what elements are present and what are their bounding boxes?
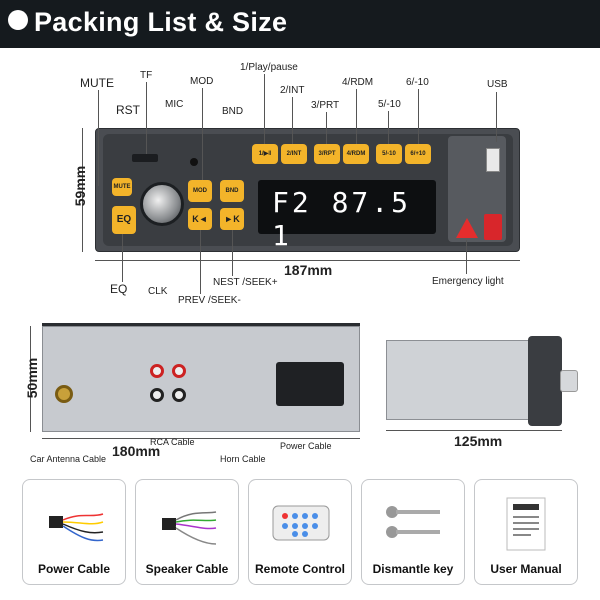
power-connector: [276, 362, 344, 406]
label-emergency: Emergency light: [432, 276, 504, 287]
label-horn: Horn Cable: [220, 454, 266, 464]
label-power: Power Cable: [280, 441, 332, 451]
leader-line: [326, 112, 327, 144]
bullet-icon: [8, 10, 28, 30]
usb-port[interactable]: [486, 148, 500, 172]
warning-triangle-icon: [456, 218, 478, 238]
label-play: 1/Play/pause: [240, 62, 298, 73]
label-mute: MUTE: [80, 76, 114, 90]
package-item-label: User Manual: [490, 562, 562, 576]
label-eq: EQ: [110, 282, 128, 296]
leader-line: [292, 97, 293, 144]
rca-jack: [150, 388, 164, 402]
mute-button[interactable]: MUTE: [112, 178, 132, 196]
remote-control-icon: [272, 505, 330, 541]
package-item-label: Power Cable: [37, 562, 111, 576]
dimension-line: [95, 260, 520, 261]
preset-5-button[interactable]: 5/-10: [376, 144, 402, 164]
eq-button[interactable]: EQ: [112, 206, 136, 234]
leader-line: [98, 90, 99, 186]
package-item-card: User Manual: [474, 479, 578, 585]
label-bnd: BND: [222, 106, 244, 117]
preset-2-button[interactable]: 2/INT: [281, 144, 307, 164]
bnd-button[interactable]: BND: [220, 180, 244, 202]
dimension-height-back: 50mm: [24, 357, 40, 399]
package-item-label: Dismantle key: [372, 562, 454, 576]
next-button[interactable]: ►K: [220, 208, 244, 230]
rca-jack: [172, 388, 186, 402]
side-knob: [560, 370, 578, 392]
label-minus10: 5/-10: [378, 99, 401, 110]
radio-side-view: [386, 340, 536, 420]
package-item-card: Power Cable: [22, 479, 126, 585]
mic-hole: [190, 158, 198, 166]
rca-jack: [172, 364, 186, 378]
leader-line: [200, 230, 201, 294]
label-next: NEST /SEEK+: [213, 277, 278, 288]
page-title: Packing List & Size: [34, 7, 288, 37]
leader-line: [146, 82, 147, 154]
emergency-button[interactable]: [484, 214, 502, 240]
label-prev: PREV /SEEK-: [178, 295, 241, 306]
display-text: F2 87.5 1: [272, 186, 412, 252]
dimension-line: [82, 128, 83, 252]
leader-line: [264, 74, 265, 144]
preset-1-button[interactable]: 1/▶‖: [252, 144, 278, 164]
leader-line: [122, 234, 123, 282]
page-header: Packing List & Size: [0, 0, 600, 48]
lcd-display: F2 87.5 1: [258, 180, 436, 252]
leader-line: [388, 111, 389, 144]
label-tf: TF: [140, 70, 153, 81]
dimension-width-back: 180mm: [112, 443, 161, 459]
dismantle-key-icon: [386, 506, 440, 538]
label-antenna: Car Antenna Cable: [30, 454, 107, 464]
power-cable-icon: [49, 513, 104, 542]
preset-6-button[interactable]: 6/+10: [405, 144, 431, 164]
leader-line: [418, 89, 419, 144]
side-faceplate: [528, 336, 562, 426]
dimension-depth: 125mm: [454, 433, 503, 449]
antenna-connector: [55, 385, 73, 403]
leader-line: [466, 240, 467, 274]
dimension-line: [30, 326, 31, 432]
leader-line: [232, 230, 233, 276]
prev-button[interactable]: K◄: [188, 208, 212, 230]
package-item-card: Dismantle key: [361, 479, 465, 585]
tf-card-slot: [132, 154, 158, 162]
dimension-line: [42, 438, 360, 439]
label-mod: MOD: [190, 76, 214, 87]
leader-line: [202, 88, 203, 180]
volume-knob[interactable]: [140, 182, 184, 226]
label-rpt: 3/PRT: [311, 100, 340, 111]
leader-line: [356, 89, 357, 144]
speaker-cable-icon: [162, 511, 217, 545]
package-item-label: Speaker Cable: [145, 562, 229, 576]
dimension-line: [386, 430, 562, 431]
mod-button[interactable]: MOD: [188, 180, 212, 202]
package-item-label: Remote Control: [255, 562, 345, 576]
label-clk: CLK: [148, 286, 168, 297]
label-rdm: 4/RDM: [342, 77, 374, 88]
label-usb: USB: [487, 79, 508, 90]
dimension-width-front: 187mm: [284, 262, 333, 278]
user-manual-icon: [506, 497, 546, 551]
label-mic: MIC: [165, 99, 184, 110]
dimension-height-front: 59mm: [72, 165, 88, 207]
rca-jack: [150, 364, 164, 378]
label-plus10: 6/-10: [406, 77, 429, 88]
label-rca: RCA Cable: [150, 437, 195, 447]
package-item-card: Remote Control: [248, 479, 352, 585]
package-item-card: Speaker Cable: [135, 479, 239, 585]
preset-4-button[interactable]: 4/RDM: [343, 144, 369, 164]
preset-3-button[interactable]: 3/RPT: [314, 144, 340, 164]
leader-line: [496, 92, 497, 142]
label-rst: RST: [116, 103, 140, 117]
label-int: 2/INT: [280, 85, 305, 96]
